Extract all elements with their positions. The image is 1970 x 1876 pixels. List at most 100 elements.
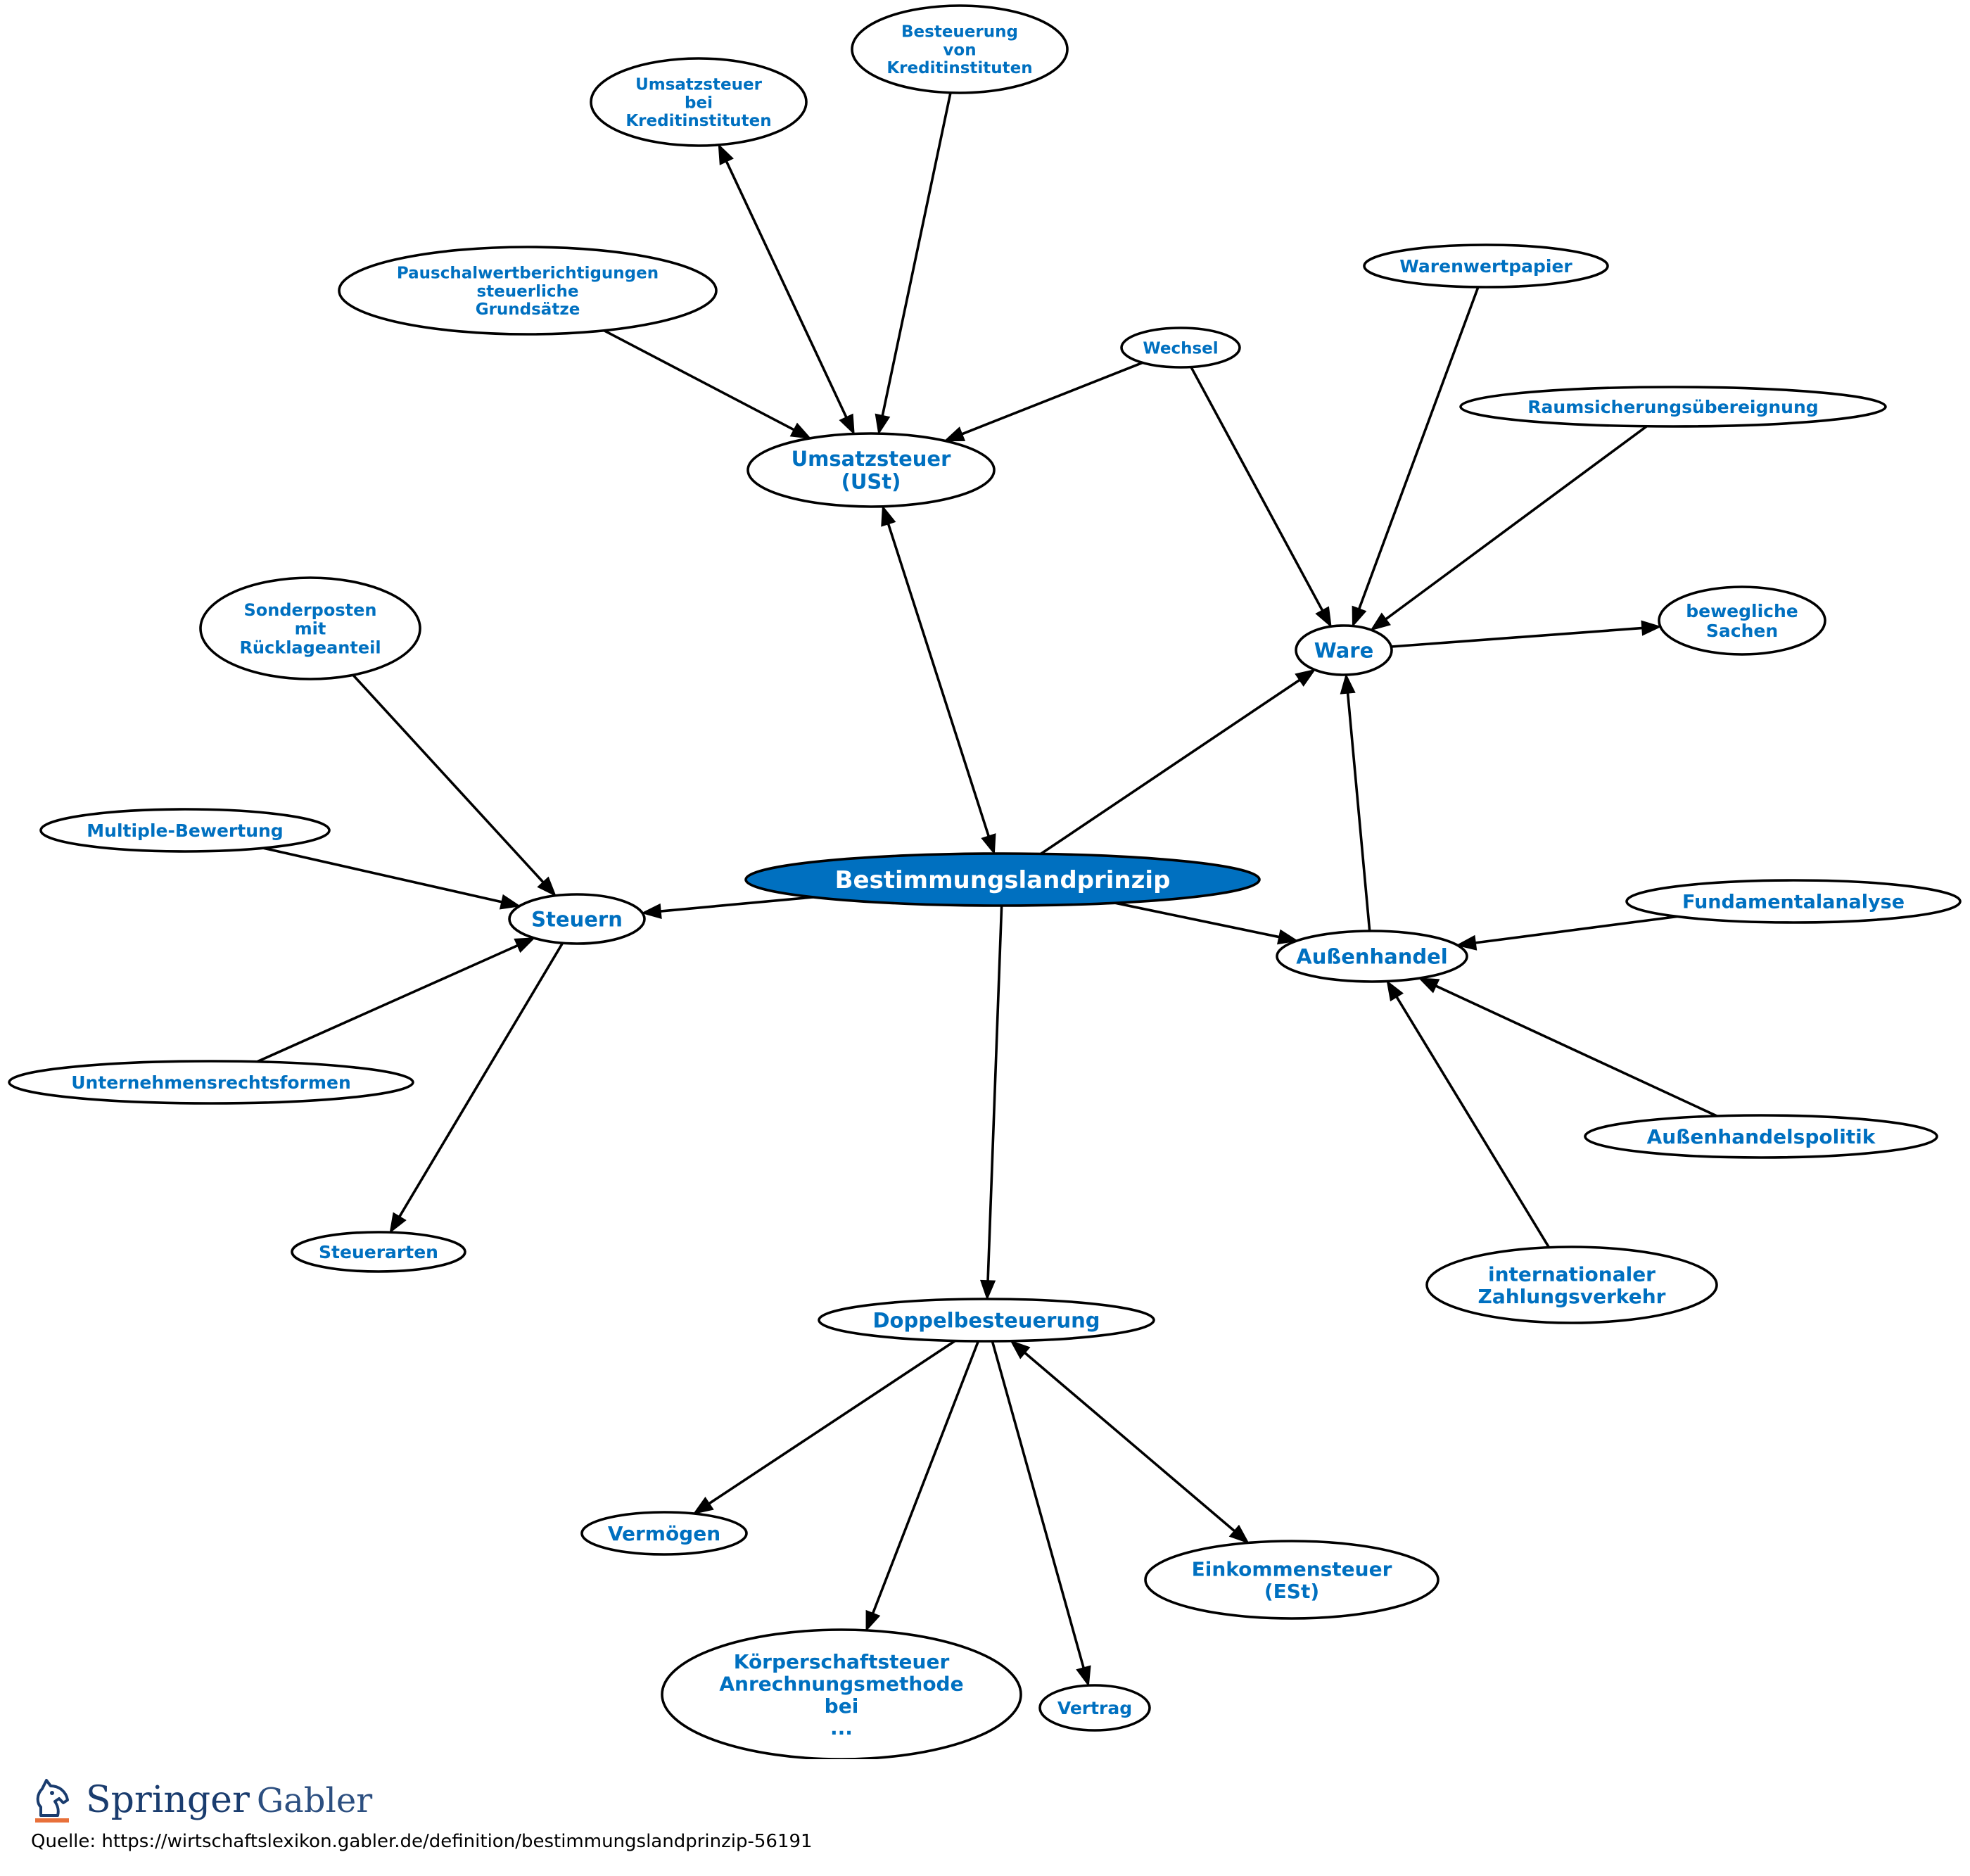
node-vermoegen[interactable]: Vermögen [580, 1511, 748, 1556]
edge-line [1391, 626, 1647, 648]
node-ust[interactable]: Umsatzsteuer(USt) [746, 432, 996, 508]
edge-ware-to-beweglich [1391, 620, 1662, 648]
node-label: Sonderposten [244, 600, 377, 620]
node-fundamental[interactable]: Fundamentalanalyse [1625, 879, 1962, 924]
arrowhead-end [499, 894, 521, 910]
node-ellipse [1363, 243, 1609, 289]
edge-warenwert-to-ware [1352, 286, 1480, 628]
node-ellipse [291, 1231, 466, 1273]
arrowhead-end [389, 1212, 407, 1234]
node-label: Umsatzsteuer [792, 447, 951, 471]
arrowhead-end [1386, 980, 1404, 1002]
edge-line [256, 942, 522, 1063]
edge-raumsich-to-ware [1370, 425, 1648, 631]
node-label: Kreditinstituten [625, 112, 771, 130]
node-ellipse [1425, 1246, 1718, 1324]
edge-center-to-steuern [640, 896, 813, 919]
node-label: Außenhandelspolitik [1647, 1125, 1876, 1148]
node-vertrag[interactable]: Vertrag [1038, 1684, 1151, 1732]
node-label: internationaler [1488, 1262, 1656, 1286]
node-steuern[interactable]: Steuern [508, 893, 646, 945]
node-warenwert[interactable]: Warenwertpapier [1363, 243, 1609, 289]
node-steuerarten[interactable]: Steuerarten [291, 1231, 466, 1273]
node-ahpolitik[interactable]: Außenhandelspolitik [1584, 1114, 1938, 1159]
node-ellipse [1459, 386, 1887, 428]
edge-line [870, 1341, 980, 1618]
edge-ahpolitik-to-aussenhandel [1418, 977, 1718, 1117]
arrowhead-start [839, 413, 855, 436]
edge-line [1356, 286, 1480, 614]
edge-doppel-to-vermoegen [692, 1339, 956, 1515]
node-ellipse [744, 852, 1261, 907]
node-aussenhandel[interactable]: Außenhandel [1276, 930, 1468, 983]
brand-secondary: Gabler [256, 1781, 373, 1820]
edge-line [723, 157, 850, 422]
node-label: Besteuerung [901, 23, 1018, 42]
edge-steuern-to-steuerarten [389, 942, 564, 1234]
arrowhead-end [943, 426, 966, 442]
node-center[interactable]: Bestimmungslandprinzip [744, 852, 1261, 907]
arrowhead-end [718, 144, 734, 165]
edge-line [262, 847, 507, 904]
edge-line [656, 896, 813, 913]
arrowhead-end [875, 413, 891, 436]
edge-aussenhandel-to-ware [1340, 673, 1371, 932]
node-label: Körperschaftsteuer [734, 1650, 950, 1673]
node-raumsich[interactable]: Raumsicherungsübereignung [1459, 386, 1887, 428]
node-koerper[interactable]: KörperschaftsteuerAnrechnungsmethodebei.… [661, 1628, 1022, 1759]
arrowhead-end [865, 1609, 881, 1632]
node-ellipse [1584, 1114, 1938, 1159]
edge-line [880, 92, 952, 420]
source-link[interactable]: Quelle: https://wirtschaftslexikon.gable… [31, 1831, 813, 1852]
edge-line [1431, 982, 1718, 1117]
node-label: Raumsicherungsübereignung [1527, 397, 1818, 417]
brand-primary: Springer [86, 1779, 250, 1821]
node-label: Pauschalwertberichtigungen [397, 265, 659, 283]
arrowhead-end [1277, 929, 1299, 945]
arrowhead-end [1352, 605, 1367, 628]
edge-ust-to-ust_kredit [718, 144, 855, 436]
arrowhead-end [789, 422, 812, 439]
node-ellipse [1658, 585, 1826, 656]
node-label: Warenwertpapier [1399, 256, 1572, 277]
node-ellipse [851, 4, 1069, 94]
edge-zahlung-to-aussenhandel [1386, 980, 1551, 1248]
node-unternehmen[interactable]: Unternehmensrechtsformen [8, 1060, 414, 1105]
edge-wechsel-to-ware [1190, 366, 1332, 628]
edge-line [1470, 915, 1678, 945]
node-label: bewegliche [1686, 601, 1798, 621]
node-label: Einkommensteuer [1192, 1557, 1392, 1580]
arrowhead-end [1340, 673, 1356, 695]
node-wechsel[interactable]: Wechsel [1120, 327, 1241, 369]
node-ellipse [590, 57, 808, 147]
node-ellipse [8, 1060, 414, 1105]
springer-chess-knight-icon [35, 1779, 69, 1823]
arrowhead-start [981, 833, 996, 856]
node-einkommen[interactable]: Einkommensteuer(ESt) [1144, 1540, 1440, 1620]
edge-line [886, 519, 991, 841]
edge-line [986, 905, 1003, 1286]
node-pauschal[interactable]: PauschalwertberichtigungensteuerlicheGru… [338, 246, 718, 336]
node-ware[interactable]: Ware [1295, 624, 1393, 676]
node-label: Unternehmensrechtsformen [71, 1072, 351, 1093]
edge-unternehmen-to-steuern [256, 937, 536, 1063]
node-label: Vertrag [1057, 1698, 1132, 1718]
node-label: Sachen [1706, 621, 1778, 641]
node-label: Kreditinstituten [887, 59, 1032, 77]
edge-line [396, 942, 564, 1221]
node-ellipse [39, 808, 331, 853]
node-multiple[interactable]: Multiple-Bewertung [39, 808, 331, 853]
node-label: Vermögen [608, 1522, 720, 1545]
edge-line [1393, 992, 1551, 1248]
node-ellipse [580, 1511, 748, 1556]
node-doppel[interactable]: Doppelbesteuerung [818, 1298, 1155, 1343]
node-label: Wechsel [1143, 339, 1218, 357]
arrowhead-end [1456, 934, 1478, 951]
arrowhead-end [1228, 1524, 1250, 1544]
node-label: (USt) [841, 470, 901, 494]
